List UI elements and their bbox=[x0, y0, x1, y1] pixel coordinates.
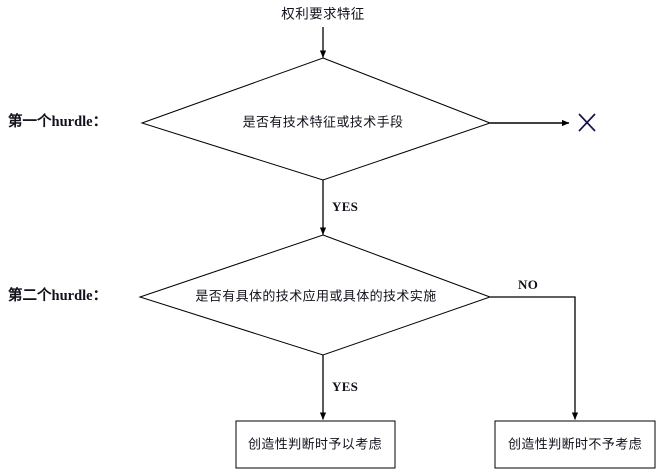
edge-label-yes-2: YES bbox=[332, 379, 359, 394]
start-node-label: 权利要求特征 bbox=[281, 6, 365, 23]
terminal-2-label: 创造性判断时不予考虑 bbox=[507, 437, 643, 453]
decision-1-label: 是否有技术特征或技术手段 bbox=[242, 115, 404, 131]
stage-label-first-hurdle: 第一个hurdle： bbox=[8, 114, 108, 130]
terminal-box-2 bbox=[494, 420, 656, 469]
terminal-box-1 bbox=[235, 420, 396, 469]
terminal-1-label: 创造性判断时予以考虑 bbox=[247, 437, 383, 453]
edge-label-no-2: NO bbox=[518, 277, 539, 292]
decision-2-label: 是否有具体的技术应用或具体的技术实施 bbox=[195, 289, 437, 305]
x-mark-icon bbox=[578, 113, 596, 132]
edge-label-yes-1: YES bbox=[332, 199, 359, 214]
stage-label-second-hurdle: 第二个hurdle： bbox=[8, 288, 108, 304]
edge-decision2-no-to-terminal2 bbox=[490, 296, 579, 420]
